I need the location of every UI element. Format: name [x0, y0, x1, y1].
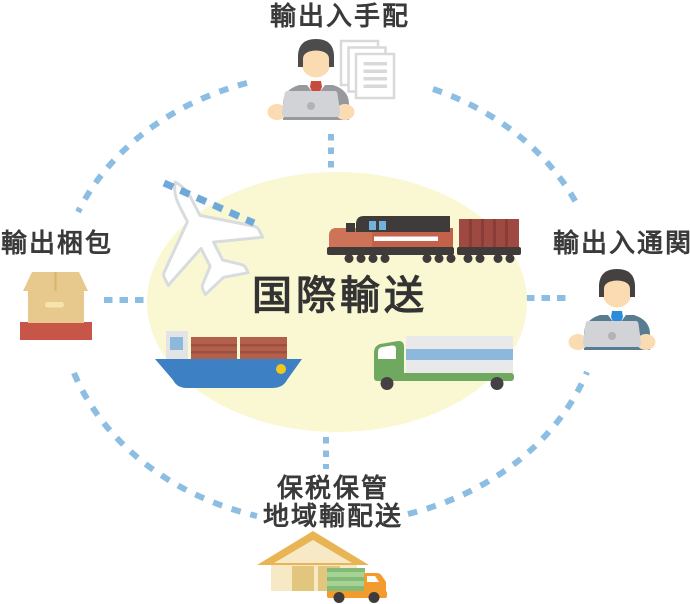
cycle-arc-top-right	[432, 86, 582, 210]
cargo-ship-icon	[155, 331, 302, 388]
node-label-bottom-line1: 保税保管	[276, 474, 389, 504]
node-export-import-customs: 輸出入通関	[553, 228, 690, 350]
hub-connectors	[104, 134, 570, 469]
node-bonded-storage-distribution: 保税保管 地域輸配送	[257, 474, 403, 603]
truck-icon	[374, 336, 514, 390]
cycle-arc-top-left	[75, 80, 248, 214]
cycle-arc-bottom-right	[407, 370, 590, 517]
node-label-bottom-line2: 地域輸配送	[263, 501, 403, 532]
dashed-cycle-ellipse	[71, 80, 590, 519]
customs-officer-laptop-icon	[568, 269, 656, 350]
node-export-packing: 輸出梱包	[1, 228, 113, 340]
node-label-right: 輸出入通関	[553, 228, 690, 259]
cardboard-box-icon	[20, 272, 92, 340]
delivery-truck-icon	[327, 568, 387, 603]
node-label-top: 輸出入手配	[270, 1, 410, 32]
freight-train-icon	[327, 216, 521, 263]
documents-icon	[339, 39, 396, 100]
international-transport-hub: 国際輸送	[147, 172, 527, 432]
node-export-import-arrangement: 輸出入手配	[267, 1, 410, 120]
node-label-left: 輸出梱包	[1, 228, 113, 259]
airplane-icon	[162, 180, 265, 296]
hub-title: 国際輸送	[252, 273, 428, 319]
